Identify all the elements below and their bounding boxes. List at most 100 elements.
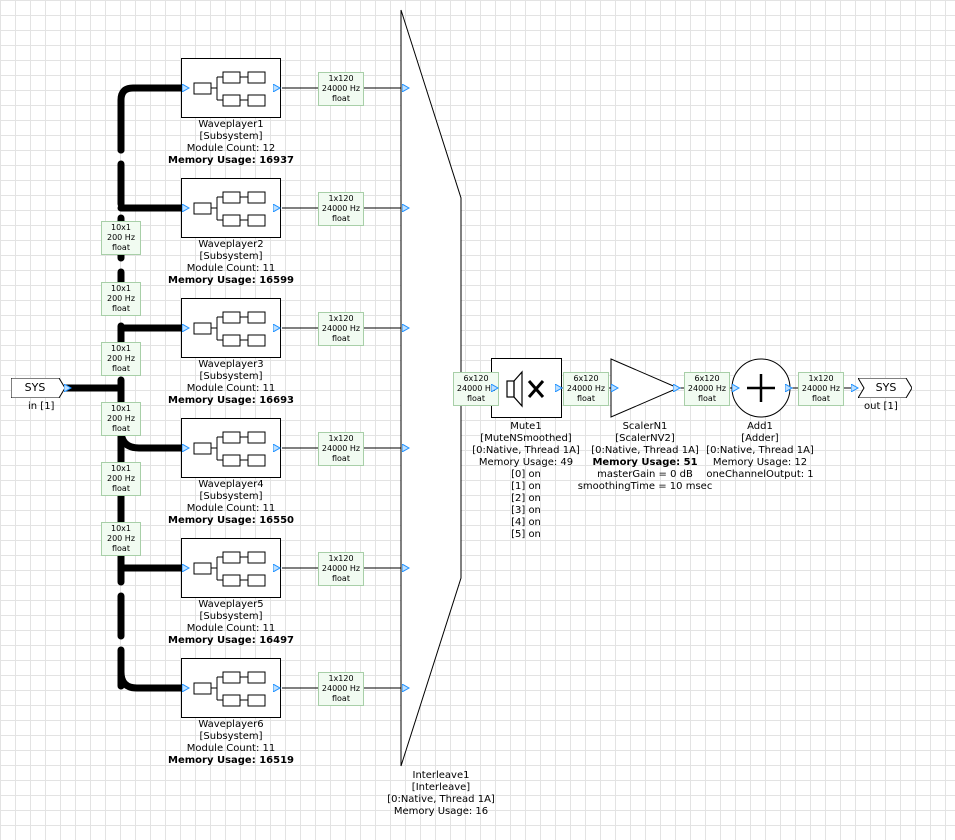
mute-channel-3: [3] on bbox=[511, 505, 541, 516]
scaler-out-wire-tag[interactable]: 6x120 24000 Hz float bbox=[684, 372, 730, 406]
wire-dims: 6x120 bbox=[573, 374, 599, 383]
control-wire-tag[interactable]: 10x1 200 Hz float bbox=[101, 221, 141, 255]
input-pin-icon[interactable] bbox=[64, 384, 72, 392]
mute-out-wire-tag[interactable]: 6x120 24000 Hz float bbox=[563, 372, 609, 406]
block-type: [Adder] bbox=[741, 433, 779, 444]
block-name: Waveplayer3 bbox=[198, 359, 264, 370]
output-pin-icon[interactable] bbox=[673, 384, 681, 392]
output-pin-icon[interactable] bbox=[785, 384, 793, 392]
waveplayer2-block[interactable] bbox=[181, 178, 281, 238]
input-pin-icon[interactable] bbox=[182, 564, 190, 572]
block-name: Waveplayer6 bbox=[198, 719, 264, 730]
output-pin-icon[interactable] bbox=[273, 684, 281, 692]
wire-dims: 1x120 bbox=[328, 554, 354, 563]
audio-wire-tag[interactable]: 1x120 24000 Hz float bbox=[318, 312, 364, 346]
block-name: Waveplayer4 bbox=[198, 479, 264, 490]
mute-block[interactable] bbox=[491, 358, 562, 418]
memory-usage: Memory Usage: 16693 bbox=[168, 395, 294, 406]
wire-dims: 10x1 bbox=[110, 524, 131, 533]
wire-type: float bbox=[112, 424, 130, 433]
wire-type: float bbox=[698, 394, 716, 403]
output-pin-icon[interactable] bbox=[273, 564, 281, 572]
block-name: Waveplayer5 bbox=[198, 599, 264, 610]
audio-wire-tag[interactable]: 1x120 24000 Hz float bbox=[318, 192, 364, 226]
control-wire-tag[interactable]: 10x1 200 Hz float bbox=[101, 282, 141, 316]
system-output-port[interactable]: SYS bbox=[858, 378, 912, 398]
input-pin-icon[interactable] bbox=[851, 384, 859, 392]
input-pin-icon[interactable] bbox=[402, 444, 410, 452]
audio-wire-tag[interactable]: 1x120 24000 Hz float bbox=[318, 672, 364, 706]
adder-block[interactable] bbox=[730, 357, 794, 419]
block-type: [ScalerNV2] bbox=[615, 433, 675, 444]
memory-usage: Memory Usage: 16519 bbox=[168, 755, 294, 766]
wire-dims: 10x1 bbox=[110, 464, 131, 473]
adder-out-wire-tag[interactable]: 1x120 24000 Hz float bbox=[798, 372, 844, 406]
waveplayer4-caption: Waveplayer4 [Subsystem] Module Count: 11… bbox=[151, 479, 311, 527]
system-input-port[interactable]: SYS bbox=[11, 378, 65, 398]
module-count: Module Count: 11 bbox=[186, 263, 276, 274]
output-pin-icon[interactable] bbox=[555, 384, 563, 392]
wire-type: float bbox=[577, 394, 595, 403]
input-pin-icon[interactable] bbox=[182, 684, 190, 692]
output-pin-icon[interactable] bbox=[273, 84, 281, 92]
audio-wire-tag[interactable]: 1x120 24000 Hz float bbox=[318, 552, 364, 586]
control-wire-tag[interactable]: 10x1 200 Hz float bbox=[101, 402, 141, 436]
input-pin-icon[interactable] bbox=[182, 324, 190, 332]
wire-type: float bbox=[112, 544, 130, 553]
input-pin-icon[interactable] bbox=[402, 684, 410, 692]
block-type: [Subsystem] bbox=[199, 251, 263, 262]
block-name: Add1 bbox=[747, 421, 773, 432]
output-pin-icon[interactable] bbox=[273, 204, 281, 212]
input-pin-icon[interactable] bbox=[182, 204, 190, 212]
mute-channel-4: [4] on bbox=[511, 517, 541, 528]
wire-rate: 24000 Hz bbox=[321, 324, 361, 333]
waveplayer5-block[interactable] bbox=[181, 538, 281, 598]
module-count: Module Count: 11 bbox=[186, 503, 276, 514]
block-type: [Subsystem] bbox=[199, 731, 263, 742]
output-pin-icon[interactable] bbox=[273, 444, 281, 452]
waveplayer3-block[interactable] bbox=[181, 298, 281, 358]
mute-channel-1: [1] on bbox=[511, 481, 541, 492]
wire-dims: 1x120 bbox=[328, 674, 354, 683]
audio-wire-tag[interactable]: 1x120 24000 Hz float bbox=[318, 432, 364, 466]
audio-wire-tag[interactable]: 1x120 24000 Hz float bbox=[318, 72, 364, 106]
wire-dims: 1x120 bbox=[328, 74, 354, 83]
waveplayer6-block[interactable] bbox=[181, 658, 281, 718]
wire-rate: 24000 Hz bbox=[321, 684, 361, 693]
input-pin-icon[interactable] bbox=[182, 84, 190, 92]
master-gain: masterGain = 0 dB bbox=[597, 469, 693, 480]
wire-type: float bbox=[112, 243, 130, 252]
smoothing-time: smoothingTime = 10 msec bbox=[577, 481, 713, 492]
waveplayer1-block[interactable] bbox=[181, 58, 281, 118]
block-name: Interleave1 bbox=[412, 770, 470, 781]
input-pin-icon[interactable] bbox=[732, 384, 740, 392]
input-pin-icon[interactable] bbox=[402, 324, 410, 332]
input-pin-icon[interactable] bbox=[491, 384, 499, 392]
wire-dims: 1x120 bbox=[808, 374, 834, 383]
wire-rate: 200 Hz bbox=[106, 233, 136, 242]
scaler-caption: ScalerN1 [ScalerNV2] [0:Native, Thread 1… bbox=[570, 421, 720, 493]
block-type: [Subsystem] bbox=[199, 371, 263, 382]
input-pin-icon[interactable] bbox=[402, 84, 410, 92]
control-wire-tag[interactable]: 10x1 200 Hz float bbox=[101, 342, 141, 376]
input-pin-icon[interactable] bbox=[611, 384, 619, 392]
waveplayer6-caption: Waveplayer6 [Subsystem] Module Count: 11… bbox=[151, 719, 311, 767]
input-pin-icon[interactable] bbox=[182, 444, 190, 452]
control-wire-tag[interactable]: 10x1 200 Hz float bbox=[101, 522, 141, 556]
wire-rate: 200 Hz bbox=[106, 534, 136, 543]
input-pin-icon[interactable] bbox=[402, 204, 410, 212]
waveplayer2-caption: Waveplayer2 [Subsystem] Module Count: 11… bbox=[151, 239, 311, 287]
block-type: [Subsystem] bbox=[199, 611, 263, 622]
system-output-pin: out [1] bbox=[864, 401, 898, 412]
block-type: [MuteNSmoothed] bbox=[480, 433, 572, 444]
adder-option: oneChannelOutput: 1 bbox=[706, 469, 814, 480]
scaler-block[interactable] bbox=[610, 358, 680, 420]
memory-usage: Memory Usage: 51 bbox=[592, 457, 698, 468]
control-wire-tag[interactable]: 10x1 200 Hz float bbox=[101, 462, 141, 496]
input-pin-icon[interactable] bbox=[402, 564, 410, 572]
waveplayer4-block[interactable] bbox=[181, 418, 281, 478]
subsystem-icon bbox=[193, 551, 266, 587]
output-pin-icon[interactable] bbox=[273, 324, 281, 332]
wire-rate: 200 Hz bbox=[106, 414, 136, 423]
wire-dims: 10x1 bbox=[110, 344, 131, 353]
